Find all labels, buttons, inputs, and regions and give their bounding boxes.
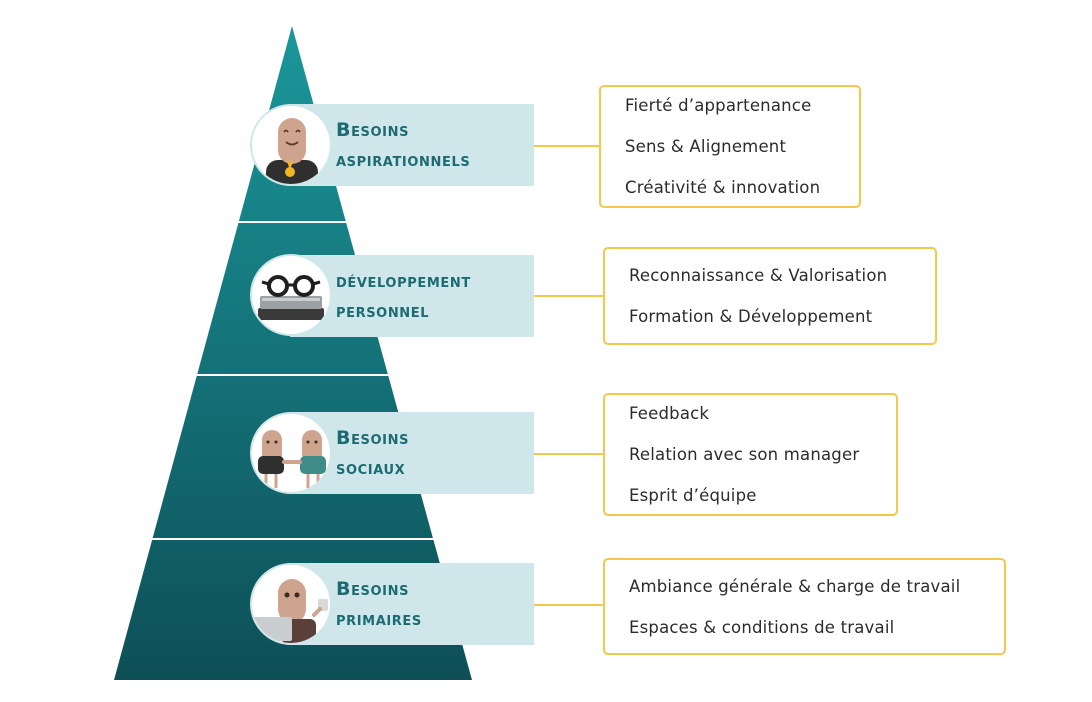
items-box: Fierté d’appartenance Sens & Alignement … <box>599 85 861 208</box>
level-title-line1: Besoins <box>336 578 410 600</box>
handshake-icon <box>250 412 332 494</box>
item-label: Esprit d’équipe <box>629 486 757 505</box>
item-label: Formation & Développement <box>629 307 873 326</box>
item-label: Fierté d’appartenance <box>625 96 812 115</box>
connector-line <box>534 145 600 147</box>
items-box: Reconnaissance & Valorisation Formation … <box>603 247 937 345</box>
item-label: Reconnaissance & Valorisation <box>629 266 888 285</box>
item-label: Feedback <box>629 404 710 423</box>
level-title-line2: sociaux <box>336 457 406 479</box>
person-with-laptop-and-cup-icon <box>250 563 332 645</box>
items-box: Ambiance générale & charge de travail Es… <box>603 558 1006 655</box>
item-label: Sens & Alignement <box>625 137 787 156</box>
person-with-medal-icon <box>250 104 332 186</box>
level-title-line1: développement <box>336 270 471 292</box>
item-label: Relation avec son manager <box>629 445 860 464</box>
connector-line <box>534 295 604 297</box>
glasses-on-books-icon <box>250 254 332 336</box>
items-box: Feedback Relation avec son manager Espri… <box>603 393 898 516</box>
connector-line <box>534 453 604 455</box>
item-label: Espaces & conditions de travail <box>629 617 895 637</box>
pyramid-shape <box>114 26 472 680</box>
item-label: Ambiance générale & charge de travail <box>629 576 961 596</box>
level-title-line1: Besoins <box>336 119 410 141</box>
level-title-line2: aspirationnels <box>336 149 471 171</box>
connector-line <box>534 604 604 606</box>
level-title-line2: primaires <box>336 608 422 630</box>
item-label: Créativité & innovation <box>625 178 821 197</box>
level-title-line1: Besoins <box>336 427 410 449</box>
level-title-line2: personnel <box>336 300 430 322</box>
